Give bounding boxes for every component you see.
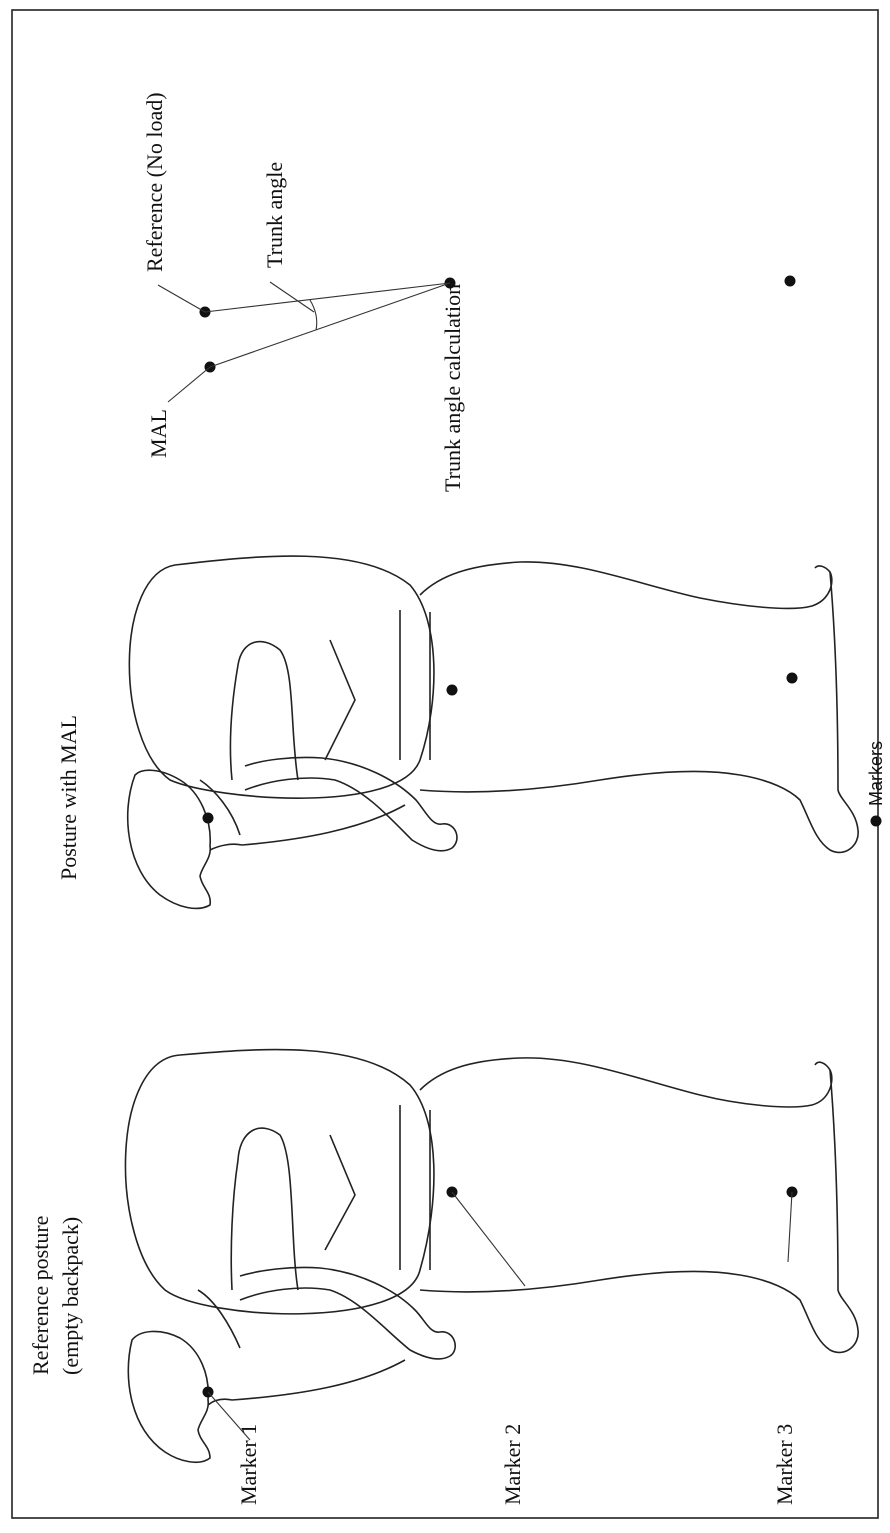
- marker-2-leader: [452, 1192, 525, 1286]
- reference-line: [205, 283, 450, 312]
- reference-posture-figure: [125, 1050, 858, 1463]
- hip-belt: [325, 610, 430, 760]
- reference-leader: [158, 285, 205, 312]
- leg-outline: [420, 562, 832, 609]
- shoulder-strap: [200, 780, 240, 835]
- head-outline: [128, 770, 211, 908]
- leg-front-outline: [420, 1070, 858, 1352]
- marker-3-leader: [788, 1192, 792, 1262]
- marker-1-label: Marker 1: [236, 1424, 261, 1505]
- legend-marker-dot: [871, 816, 882, 827]
- backpack-outline: [125, 1050, 433, 1314]
- shoulder-strap: [198, 1290, 240, 1348]
- trunk-angle-leader: [270, 282, 314, 312]
- reference-title-line2: (empty backpack): [58, 1217, 83, 1375]
- mal-label: MAL: [146, 409, 171, 458]
- leg-outline: [420, 1058, 832, 1107]
- calc-title: Trunk angle calculation: [440, 284, 465, 492]
- hip-belt: [325, 1105, 430, 1270]
- legend-label: Markers: [866, 741, 886, 806]
- marker-1-dot: [203, 813, 214, 824]
- arm-outline: [245, 757, 457, 850]
- torso-outline: [231, 1128, 405, 1400]
- trunk-angle-label: Trunk angle: [262, 162, 287, 268]
- marker-3-label: Marker 3: [772, 1424, 797, 1505]
- marker-2-dot: [447, 685, 458, 696]
- reference-no-load-label: Reference (No load): [142, 92, 167, 272]
- mal-leader: [168, 367, 210, 402]
- marker-3-dot: [787, 673, 798, 684]
- mal-title: Posture with MAL: [56, 715, 81, 880]
- ankle-point-dot: [785, 276, 796, 287]
- backpack-outline: [129, 556, 434, 798]
- torso-outline: [230, 642, 405, 845]
- neck-line: [210, 844, 242, 850]
- neck-line: [208, 1399, 232, 1405]
- leg-front-outline: [420, 572, 858, 852]
- marker-2-label: Marker 2: [500, 1424, 525, 1505]
- mal-line: [210, 283, 450, 367]
- head-outline: [128, 1331, 210, 1462]
- trunk-angle-diagram: [158, 276, 796, 403]
- mal-posture-figure: [128, 556, 858, 908]
- reference-title-line1: Reference posture: [28, 1216, 53, 1375]
- trunk-angle-arc: [310, 300, 317, 330]
